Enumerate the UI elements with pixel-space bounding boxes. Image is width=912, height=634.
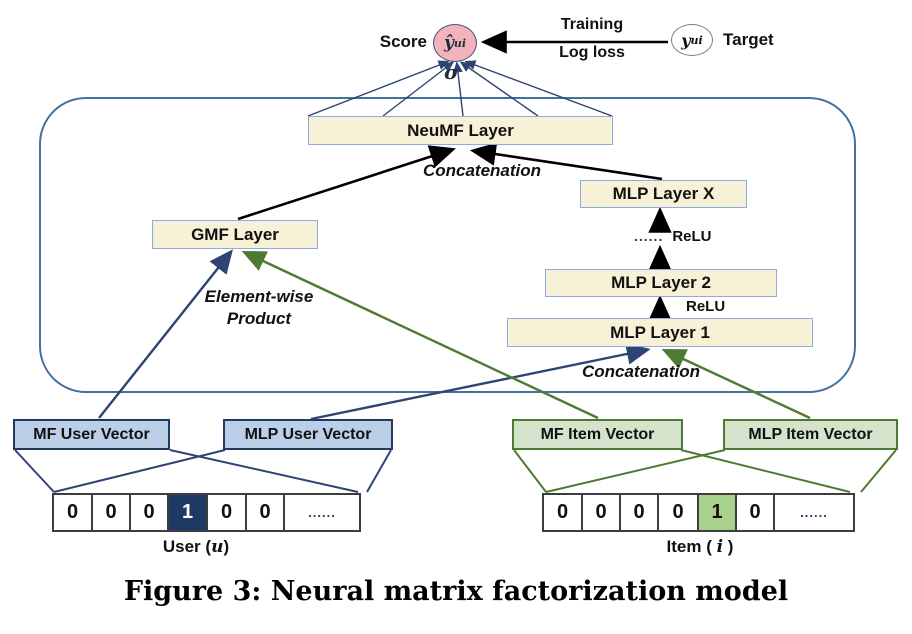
item-label-pre: Item ( [666, 537, 717, 556]
target-symbol: y [681, 30, 691, 50]
onehot-cell: 0 [206, 493, 247, 532]
user-variable: u [211, 537, 224, 557]
onehot-cell: 0 [91, 493, 131, 532]
gmf-layer-box: GMF Layer [152, 220, 318, 249]
user-label-pre: User ( [162, 537, 212, 556]
onehot-ellipsis-cell: ...... [773, 493, 855, 532]
item-onehot-array: 0 0 0 0 1 0 ...... [542, 493, 855, 532]
item-variable: i [716, 537, 724, 557]
mf-user-vector-box: MF User Vector [13, 419, 170, 450]
onehot-hot-cell: 1 [697, 493, 737, 532]
log-loss-label: Log loss [559, 44, 625, 61]
score-subscript: ui [453, 36, 467, 50]
onehot-cell: 0 [129, 493, 169, 532]
item-input-label: Item ( i ) [622, 537, 778, 557]
user-input-label: User (u) [118, 537, 274, 557]
arrow-mlp-user-to-mlp1 [310, 343, 651, 421]
onehot-cell: 0 [52, 493, 93, 532]
arrow-gmf-to-neumf [237, 145, 456, 221]
relu-dots-row: ...... ReLU [634, 228, 712, 245]
concatenation-label-top: Concatenation [422, 161, 542, 180]
arrow-mlp-item-to-mlp1 [661, 348, 811, 420]
hidden-layers-dots: ...... [634, 228, 664, 244]
concatenation-label-bottom: Concatenation [581, 362, 701, 381]
user-onehot-projection-lines [14, 449, 392, 493]
sigma-activation-label: σ [444, 60, 459, 84]
onehot-ellipsis-cell: ...... [283, 493, 361, 532]
mlp-layer-x-box: MLP Layer X [580, 180, 747, 208]
onehot-hot-cell: 1 [167, 493, 208, 532]
onehot-cell: 0 [735, 493, 775, 532]
mf-item-vector-box: MF Item Vector [512, 419, 683, 450]
onehot-cell: 0 [657, 493, 699, 532]
arrow-mf-user-to-gmf [98, 249, 233, 419]
target-label: Target [723, 30, 774, 49]
arrow-mf-item-to-gmf [241, 250, 599, 420]
mlp-item-vector-box: MLP Item Vector [723, 419, 898, 450]
item-onehot-projection-lines [513, 449, 897, 493]
score-label: Score [379, 32, 427, 51]
mlp-layer-1-box: MLP Layer 1 [507, 318, 813, 347]
mlp-user-vector-box: MLP User Vector [223, 419, 393, 450]
user-onehot-array: 0 0 0 1 0 0 ...... [52, 493, 361, 532]
onehot-cell: 0 [245, 493, 285, 532]
user-label-post: ) [223, 537, 230, 556]
arrow-mlpx-to-neumf [469, 142, 663, 181]
score-symbol: ŷ [443, 33, 454, 53]
figure-caption: Figure 3: Neural matrix factorization mo… [123, 576, 789, 607]
element-wise-line1: Element-wise [204, 287, 314, 306]
element-wise-product-label: Element-wise Product [178, 286, 340, 330]
onehot-cell: 0 [619, 493, 659, 532]
neumf-layer-box: NeuMF Layer [308, 116, 613, 145]
target-subscript: ui [690, 33, 703, 47]
training-label: Training [560, 16, 624, 33]
onehot-cell: 0 [581, 493, 621, 532]
onehot-cell: 0 [542, 493, 583, 532]
element-wise-line2: Product [226, 309, 292, 328]
relu-label-top: ReLU [672, 228, 712, 245]
neumf-to-score-fan [307, 60, 613, 117]
item-label-post: ) [723, 537, 734, 556]
relu-label-mid: ReLU [686, 298, 726, 315]
mlp-layer-2-box: MLP Layer 2 [545, 269, 777, 297]
